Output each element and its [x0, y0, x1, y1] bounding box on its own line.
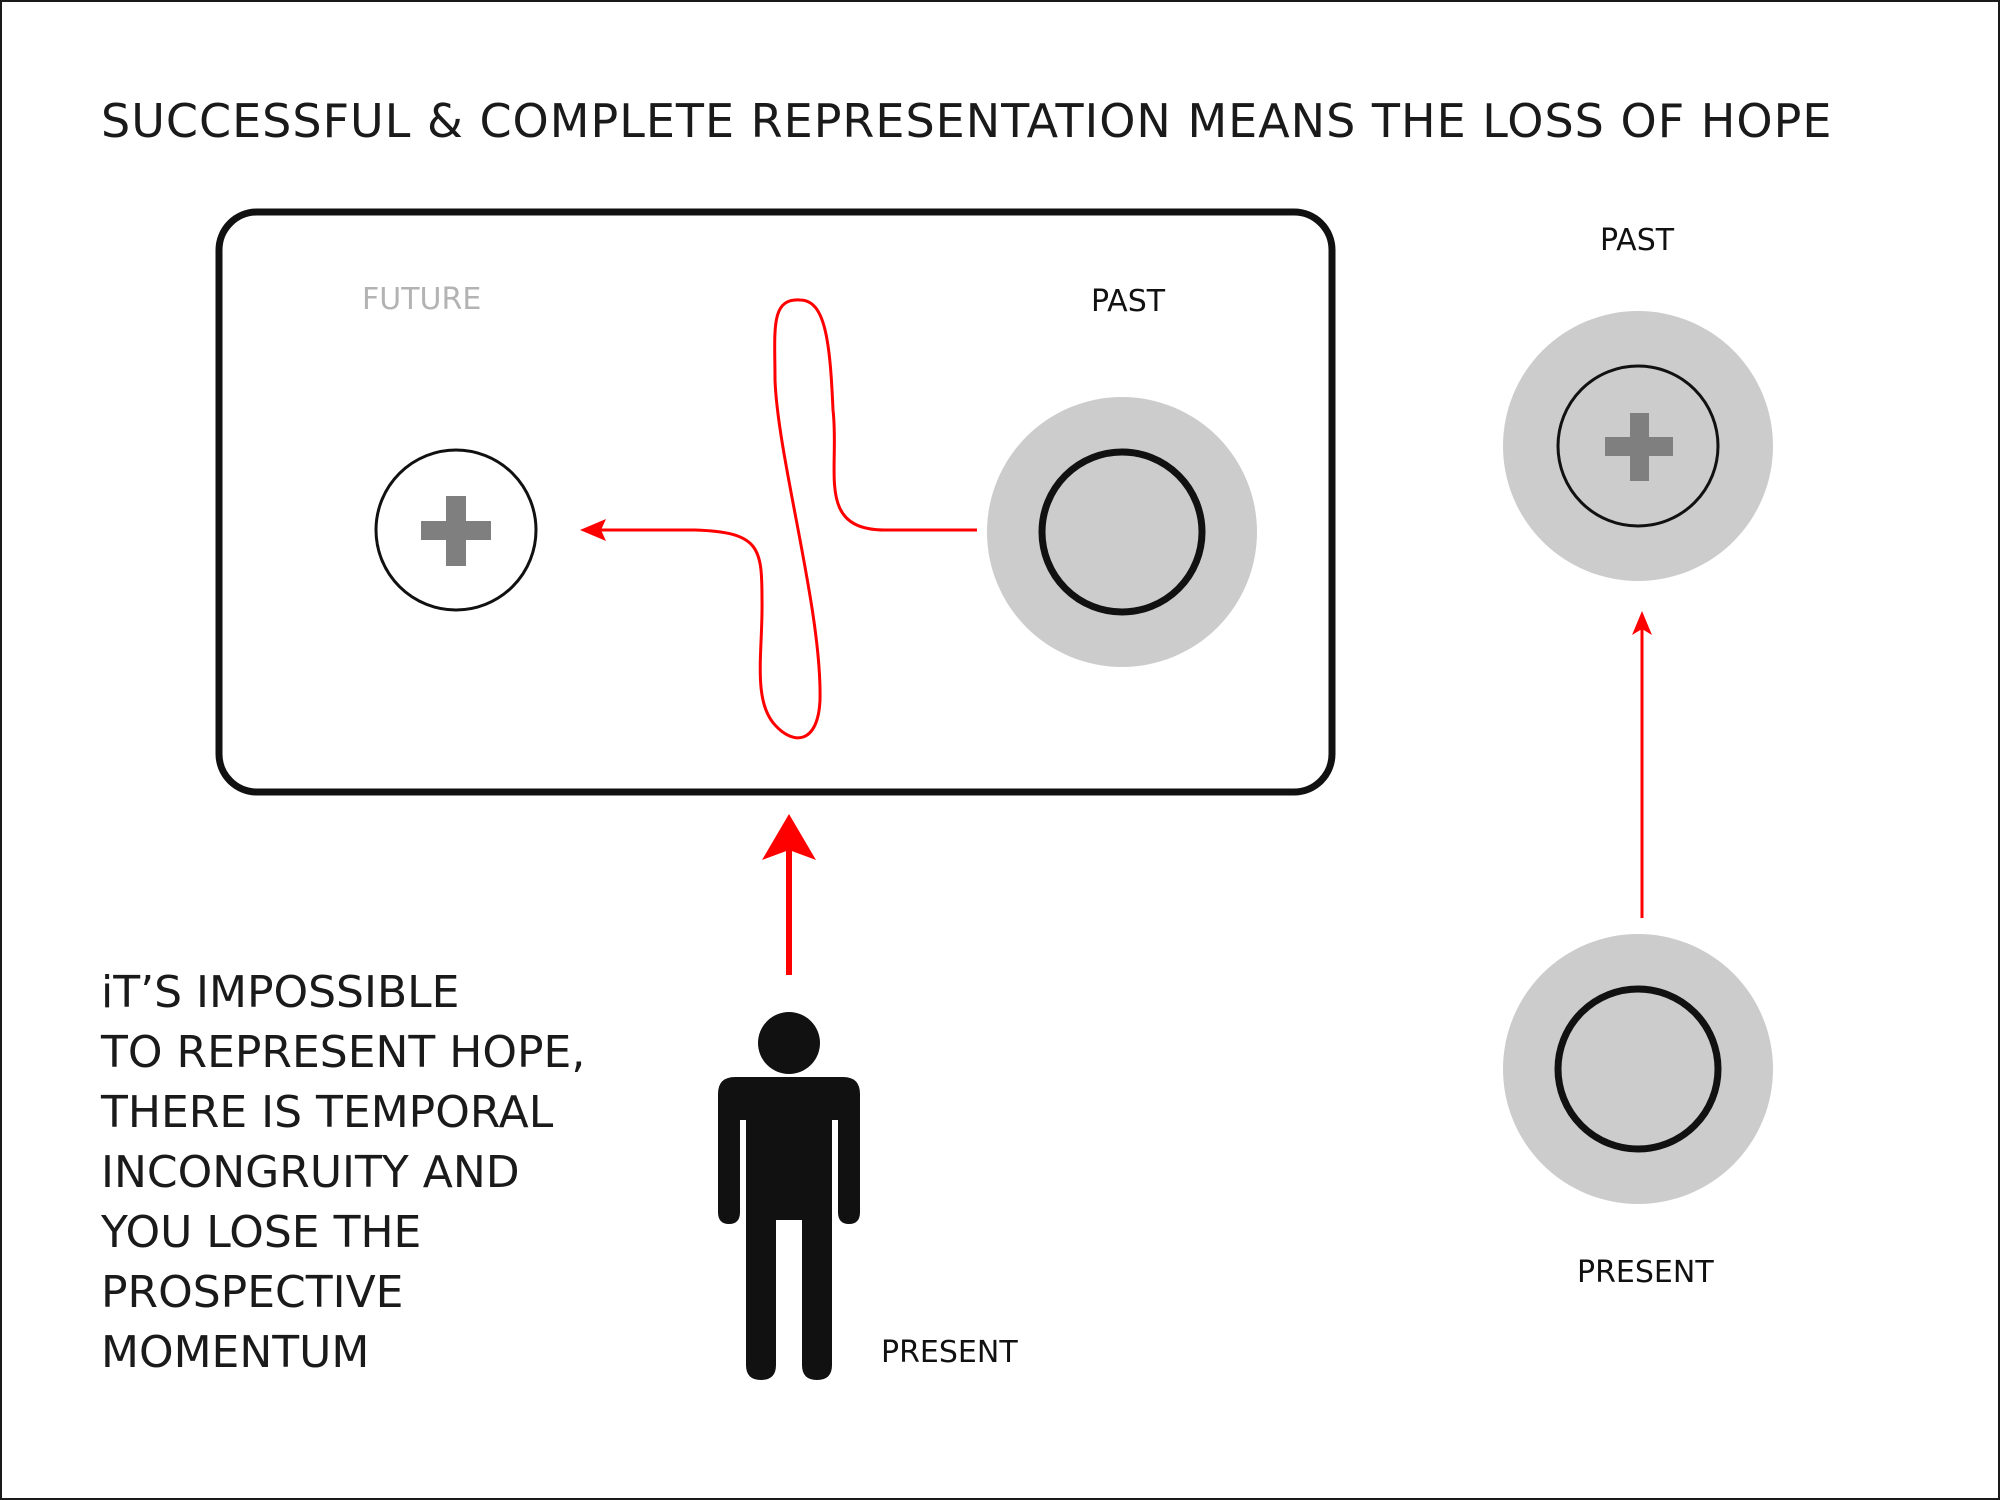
right-past-plus-in-halo-icon: [1503, 311, 1773, 581]
loop-arrowhead: [580, 519, 606, 541]
statement-line: MOMENTUM: [101, 1327, 370, 1378]
statement-text: iT’S IMPOSSIBLE TO REPRESENT HOPE, THERE…: [101, 963, 585, 1383]
future-label: FUTURE: [362, 282, 482, 317]
statement-line: INCONGRUITY AND: [101, 1147, 520, 1198]
right-present-to-past-arrow: [1632, 611, 1652, 918]
right-past-label: PAST: [1600, 223, 1675, 258]
statement-line: YOU LOSE THE: [101, 1207, 422, 1258]
loop-path: [600, 298, 977, 740]
past-label: PAST: [1091, 284, 1166, 319]
representation-frame: [215, 208, 1336, 796]
statement-line: PROSPECTIVE: [101, 1267, 404, 1318]
statement-line: iT’S IMPOSSIBLE: [101, 967, 460, 1018]
right-present-label: PRESENT: [1577, 1255, 1714, 1290]
right-present-ring-in-halo-icon: [1503, 934, 1773, 1204]
statement-line: THERE IS TEMPORAL: [101, 1087, 554, 1138]
person-icon: [718, 1012, 860, 1380]
page-title: SUCCESSFUL & COMPLETE REPRESENTATION MEA…: [101, 94, 1833, 148]
person-to-frame-arrow: [762, 814, 816, 975]
past-ring-in-halo-icon: [987, 397, 1257, 667]
present-label: PRESENT: [881, 1335, 1018, 1370]
future-plus-circle-icon: [374, 448, 538, 612]
statement-line: TO REPRESENT HOPE,: [101, 1027, 586, 1078]
